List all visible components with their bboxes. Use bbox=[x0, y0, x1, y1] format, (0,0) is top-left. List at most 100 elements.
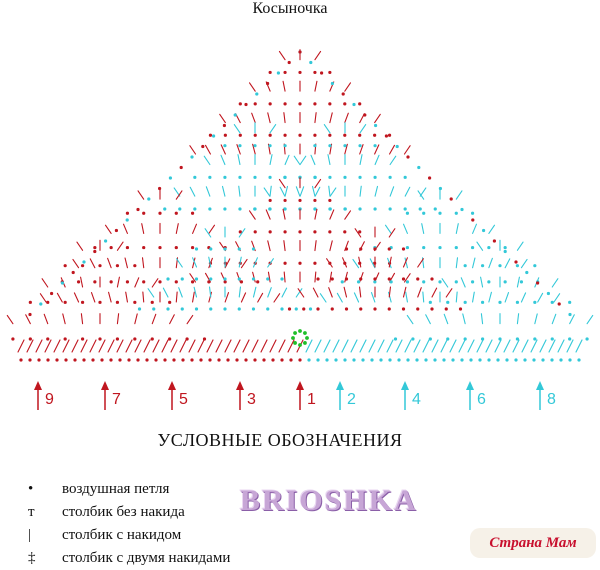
chain-stitch-mark bbox=[253, 230, 257, 234]
chain-stitch-mark bbox=[39, 302, 43, 306]
crochet-stitch-mark bbox=[422, 339, 430, 353]
crochet-stitch-mark bbox=[395, 339, 403, 353]
crochet-stitch-mark bbox=[293, 155, 301, 166]
chain-stitch-mark bbox=[393, 337, 398, 341]
brioshka-watermark: BRIOSHKA bbox=[240, 484, 418, 517]
chain-stitch-mark bbox=[568, 337, 572, 341]
crochet-stitch-mark bbox=[488, 291, 492, 303]
crochet-stitch-mark bbox=[204, 144, 211, 155]
crochet-stitch-mark bbox=[449, 339, 457, 353]
crochet-stitch-mark bbox=[314, 186, 321, 197]
crochet-stitch-mark bbox=[80, 313, 84, 325]
row-arrow-head bbox=[296, 381, 304, 390]
chain-stitch-mark bbox=[438, 186, 442, 191]
chain-stitch-mark bbox=[60, 281, 64, 285]
chain-stitch-mark bbox=[172, 358, 176, 362]
chain-stitch-mark bbox=[174, 280, 178, 284]
chain-stitch-mark bbox=[343, 144, 347, 148]
crochet-stitch-mark bbox=[295, 186, 301, 197]
chain-stitch-mark bbox=[387, 277, 391, 281]
crochet-stitch-mark bbox=[252, 143, 256, 155]
chain-stitch-mark bbox=[308, 307, 313, 311]
crochet-stitch-mark bbox=[35, 339, 43, 353]
chain-stitch-mark bbox=[313, 207, 317, 211]
chain-stitch-mark bbox=[460, 358, 464, 362]
chain-stitch-mark bbox=[283, 133, 287, 137]
chain-stitch-mark bbox=[298, 102, 302, 106]
chain-stitch-mark bbox=[533, 300, 537, 304]
crochet-stitch-mark bbox=[314, 178, 322, 189]
chain-stitch-mark bbox=[344, 277, 349, 281]
chain-stitch-mark bbox=[118, 358, 122, 362]
chain-stitch-mark bbox=[316, 358, 320, 362]
chain-stitch-mark bbox=[244, 358, 248, 362]
crochet-stitch-mark bbox=[422, 291, 425, 303]
crochet-stitch-mark bbox=[189, 273, 197, 283]
chain-stitch-mark bbox=[80, 337, 85, 341]
treble-crochet-icon: ‡ bbox=[28, 550, 36, 566]
chain-stitch-mark bbox=[343, 133, 347, 137]
crochet-stitch-mark bbox=[169, 314, 175, 325]
chain-stitch-mark bbox=[302, 307, 306, 311]
chain-stitch-mark bbox=[328, 207, 332, 211]
chain-stitch-mark bbox=[193, 207, 197, 211]
chain-stitch-mark bbox=[430, 277, 434, 281]
chain-stitch-mark bbox=[223, 247, 227, 251]
crochet-stitch-mark bbox=[76, 241, 84, 251]
chain-stitch-mark bbox=[403, 175, 407, 179]
crochet-stitch-mark bbox=[314, 240, 317, 252]
chain-stitch-mark bbox=[115, 300, 120, 304]
crochet-stitch-mark bbox=[305, 339, 313, 353]
chain-stitch-mark bbox=[305, 336, 309, 340]
chain-stitch-mark bbox=[313, 70, 317, 75]
chain-stitch-mark bbox=[550, 337, 554, 341]
chain-stitch-mark bbox=[50, 291, 54, 296]
crochet-stitch-mark bbox=[359, 339, 367, 353]
chain-stitch-mark bbox=[268, 144, 272, 148]
chain-stitch-mark bbox=[28, 300, 32, 304]
row-arrow-head bbox=[336, 381, 344, 390]
chain-stitch-mark bbox=[328, 133, 332, 137]
chain-stitch-mark bbox=[154, 358, 158, 362]
crochet-stitch-mark bbox=[238, 228, 246, 238]
crochet-stitch-mark bbox=[209, 286, 212, 298]
chain-stitch-mark bbox=[125, 218, 129, 222]
crochet-stitch-mark bbox=[520, 292, 527, 303]
chain-stitch-mark bbox=[174, 245, 178, 250]
crochet-stitch-mark bbox=[314, 112, 317, 124]
crochet-stitch-mark bbox=[89, 339, 97, 353]
chain-stitch-mark bbox=[438, 245, 442, 250]
crochet-stitch-mark bbox=[327, 154, 331, 166]
crochet-stitch-mark bbox=[267, 287, 272, 298]
chain-stitch-mark bbox=[266, 307, 270, 311]
crochet-stitch-mark bbox=[176, 258, 183, 268]
legend: • воздушная петля т столбик без накида |… bbox=[28, 478, 230, 570]
crochet-stitch-mark bbox=[344, 112, 349, 124]
chain-stitch-mark bbox=[114, 228, 118, 233]
chain-stitch-mark bbox=[98, 300, 102, 304]
crochet-stitch-mark bbox=[56, 292, 63, 303]
chain-stitch-mark bbox=[525, 270, 529, 275]
crochet-stitch-mark bbox=[374, 154, 380, 166]
crochet-stitch-mark bbox=[252, 257, 258, 268]
crochet-stitch-mark bbox=[504, 258, 511, 269]
crochet-stitch-mark bbox=[329, 187, 337, 197]
chain-stitch-mark bbox=[343, 175, 347, 179]
chain-stitch-mark bbox=[276, 71, 280, 75]
chain-stitch-mark bbox=[568, 312, 572, 317]
crochet-stitch-mark bbox=[377, 339, 385, 353]
crochet-stitch-mark bbox=[534, 313, 538, 325]
chain-stitch-mark bbox=[313, 198, 317, 203]
chain-stitch-mark bbox=[266, 277, 270, 281]
chain-stitch-mark bbox=[343, 230, 347, 234]
chain-stitch-mark bbox=[442, 358, 446, 362]
crochet-stitch-mark bbox=[175, 190, 183, 200]
crochet-stitch-mark bbox=[586, 314, 594, 325]
crochet-stitch-mark bbox=[192, 257, 196, 269]
chain-stitch-mark bbox=[201, 144, 205, 149]
chain-stitch-mark bbox=[550, 358, 554, 362]
chain-stitch-mark bbox=[298, 358, 302, 362]
crochet-stitch-mark bbox=[90, 292, 96, 303]
chain-stitch-mark bbox=[158, 186, 162, 191]
crochet-stitch-mark bbox=[116, 276, 120, 288]
